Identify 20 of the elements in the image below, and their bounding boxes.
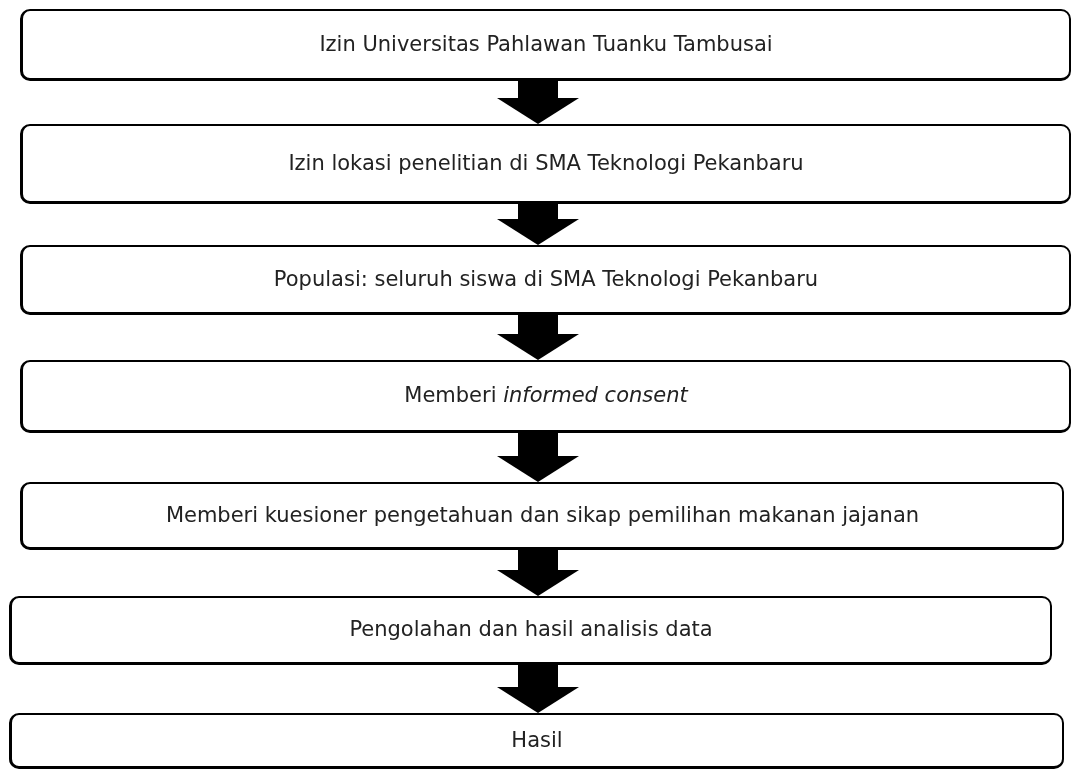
step-text: Pengolahan dan hasil analisis data bbox=[349, 617, 713, 643]
process-box bbox=[9, 596, 1052, 665]
process-box bbox=[20, 482, 1064, 550]
step-text: Izin lokasi penelitian di SMA Teknologi Pekanbaru bbox=[288, 150, 804, 177]
process-box bbox=[20, 360, 1071, 433]
block-arrow bbox=[497, 550, 579, 596]
block-arrow bbox=[497, 315, 579, 360]
process-box bbox=[20, 9, 1071, 81]
block-arrow bbox=[497, 81, 579, 124]
block-arrow bbox=[497, 204, 579, 245]
step-text: Populasi: seluruh siswa di SMA Teknologi Pekanbaru bbox=[273, 266, 819, 293]
step-text: Izin Universitas Pahlawan Tuanku Tambusai bbox=[319, 31, 773, 58]
block-arrow bbox=[497, 433, 579, 482]
step-text: Memberi kuesioner pengetahuan dan sikap pemilihan makanan jajanan bbox=[165, 502, 920, 529]
block-arrow bbox=[497, 665, 579, 713]
step-text: Memberi informed consent bbox=[404, 383, 688, 409]
process-box bbox=[20, 124, 1071, 204]
step-text: Hasil bbox=[511, 727, 563, 754]
process-box bbox=[20, 245, 1071, 315]
process-box bbox=[9, 713, 1064, 769]
